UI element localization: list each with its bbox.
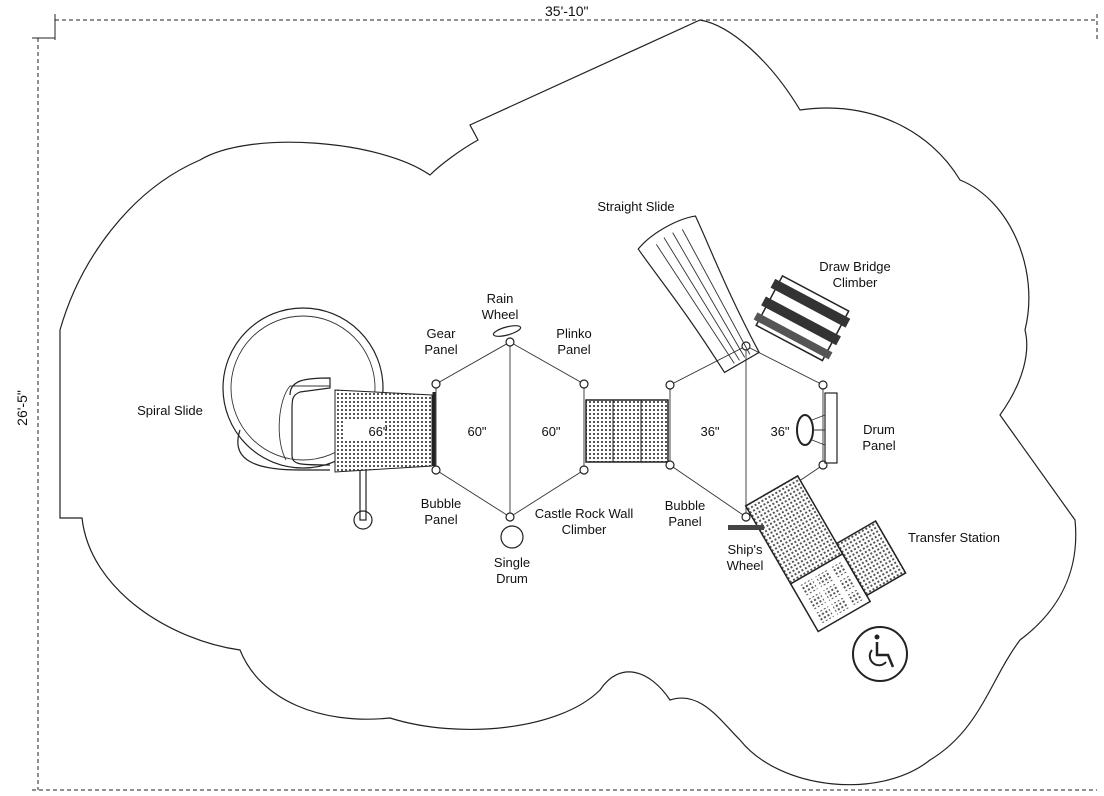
spiral-slide (222, 307, 384, 530)
posts (431, 337, 828, 522)
bridge (585, 399, 669, 463)
label-spiral-slide: Spiral Slide (137, 403, 203, 418)
rain-wheel (492, 325, 522, 337)
deck-height-36-right: 36" (770, 424, 790, 439)
draw-bridge-climber (753, 274, 851, 362)
ships-wheel (728, 525, 764, 530)
wheelchair-icon (852, 626, 908, 682)
single-drum (500, 525, 524, 549)
width-dimension: 35'-10" (545, 3, 589, 19)
deck-hexagon-left (435, 341, 585, 518)
deck-height-36-left: 36" (700, 424, 720, 439)
label-straight-slide: Straight Slide (597, 199, 675, 214)
drum-panel (796, 392, 838, 464)
deck-height-60-right: 60" (541, 424, 561, 439)
deck-height-60-left: 60" (467, 424, 487, 439)
transfer-station (744, 474, 907, 633)
height-dimension: 26'-5" (13, 390, 30, 426)
deck-height-66: 66" (368, 424, 388, 439)
play-area-boundary (59, 19, 1077, 786)
label-transfer-station: Transfer Station (907, 530, 1001, 545)
dimension-lines (32, 14, 1098, 791)
straight-slide (637, 215, 760, 374)
